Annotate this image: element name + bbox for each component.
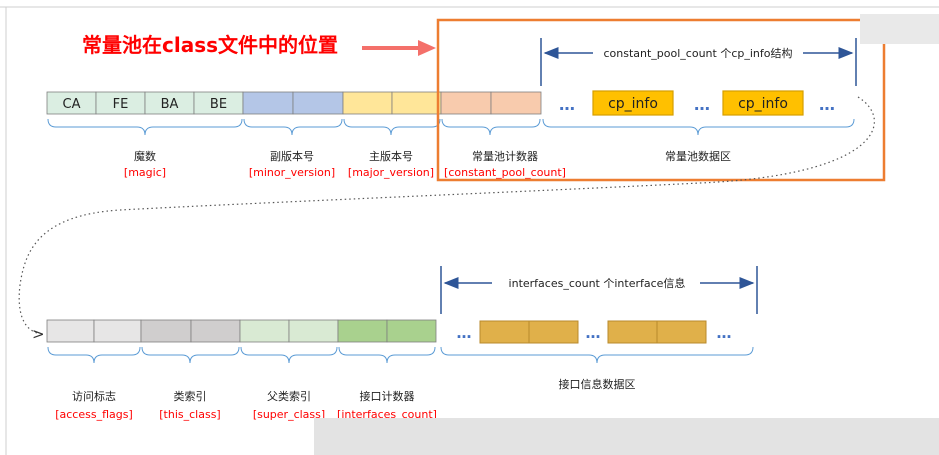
interfaces-count-cell: [337, 319, 388, 343]
label-ifcount-zh: 接口计数器: [360, 390, 415, 403]
interface-cell: [528, 320, 579, 344]
access-flags-cell: [46, 319, 95, 343]
ellipsis: …: [559, 95, 575, 114]
label-cpcount-zh: 常量池计数器: [472, 150, 538, 163]
magic-byte-text: BA: [161, 97, 179, 112]
label-cpdata-zh: 常量池数据区: [665, 149, 731, 163]
label-ifdata-zh: 接口信息数据区: [559, 377, 636, 391]
interface-cell: [656, 320, 707, 344]
title-arrow: [362, 40, 436, 56]
label-super-en: [super_class]: [253, 408, 325, 421]
dotted-connector: [18, 96, 875, 334]
constant-pool-highlight-box: [436, 18, 886, 182]
magic-byte-text: BE: [210, 97, 227, 112]
minor-version-cell: [292, 91, 344, 115]
label-this-zh: 类索引: [174, 389, 207, 403]
cp-info-box: [722, 90, 804, 116]
magic-byte-text: CA: [63, 97, 81, 112]
brace-magic: [47, 118, 243, 136]
label-access-en: [access_flags]: [55, 408, 133, 421]
access-flags-cell: [93, 319, 142, 343]
brace-this: [141, 346, 240, 364]
constant-pool-count-cells: [440, 91, 542, 115]
this-class-cell: [140, 319, 192, 343]
ellipsis: …: [694, 95, 710, 114]
row2-braces: [47, 346, 754, 364]
brace-super: [240, 346, 338, 364]
access-flags-cells: [46, 319, 142, 343]
label-major-zh: 主版本号: [369, 149, 413, 163]
super-class-cell: [288, 319, 339, 343]
interfaces-count-cells: [337, 319, 437, 343]
label-this-en: [this_class]: [159, 408, 220, 421]
overlay-bottom: [314, 418, 939, 455]
start-marker: >: [32, 325, 45, 343]
major-version-cell: [391, 91, 442, 115]
interface-cell: [479, 320, 530, 344]
minor-version-cell: [242, 91, 294, 115]
brace-cpcount: [441, 118, 541, 136]
brace-ifcount: [338, 346, 436, 364]
label-magic-zh: 魔数: [134, 149, 156, 163]
interfaces-count-cell: [386, 319, 437, 343]
brace-ifdata: [440, 346, 754, 364]
label-minor-en: [minor_version]: [249, 166, 335, 179]
cp-info-box: [592, 90, 674, 116]
label-cpcount-en: [constant_pool_count]: [444, 166, 566, 179]
overlay-top-right: [860, 14, 939, 44]
super-class-cell: [239, 319, 290, 343]
interfaces-range-label: interfaces_count 个interface信息: [509, 276, 686, 290]
label-access-zh: 访问标志: [72, 389, 116, 403]
super-class-cells: [239, 319, 339, 343]
row1-braces: [47, 118, 855, 136]
label-ifcount-en: [interfaces_count]: [337, 408, 437, 421]
ellipsis: …: [457, 324, 472, 342]
ellipsis: …: [819, 95, 835, 114]
this-class-cells: [140, 319, 241, 343]
cp-info-text: cp_info: [608, 96, 658, 112]
brace-major: [343, 118, 441, 136]
brace-minor: [243, 118, 343, 136]
ellipsis: …: [586, 324, 601, 342]
constant-pool-count-cell: [440, 91, 492, 115]
minor-version-cells: [242, 91, 344, 115]
constant-pool-count-cell: [490, 91, 542, 115]
brace-cpdata: [542, 118, 855, 136]
cp-info-text: cp_info: [738, 96, 788, 112]
constant-pool-range-label: constant_pool_count 个cp_info结构: [603, 46, 792, 60]
label-super-zh: 父类索引: [267, 389, 311, 403]
interface-cell: [607, 320, 658, 344]
brace-access: [47, 346, 141, 364]
label-minor-zh: 副版本号: [270, 149, 314, 163]
label-major-en: [major_version]: [348, 166, 434, 179]
magic-cells: CA FE BA BE: [46, 91, 244, 115]
major-version-cells: [342, 91, 442, 115]
this-class-cell: [190, 319, 241, 343]
magic-byte-text: FE: [113, 97, 129, 112]
major-version-cell: [342, 91, 393, 115]
title-annotation: 常量池在class文件中的位置: [82, 33, 338, 57]
label-magic-en: [magic]: [124, 166, 166, 179]
ellipsis: …: [717, 324, 732, 342]
